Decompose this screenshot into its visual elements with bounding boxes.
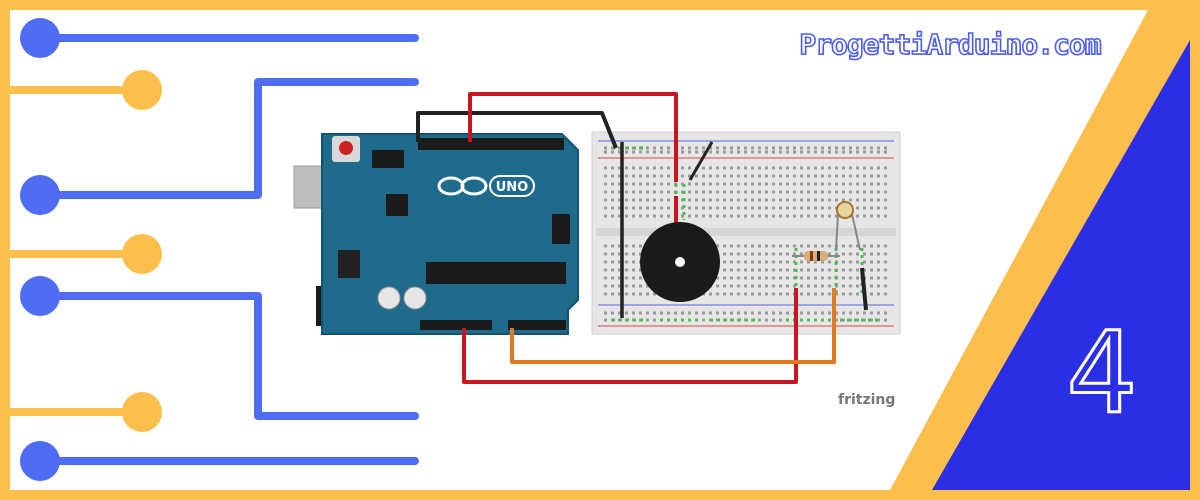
- buzzer-hole: [675, 257, 685, 267]
- board-label: UNO: [496, 180, 529, 195]
- circuit-nodes: [20, 18, 162, 481]
- circuit-traces: [6, 34, 419, 465]
- breadboard: [591, 131, 901, 335]
- brand-watermark: ProgettiArduino.com: [799, 27, 1103, 62]
- analog-header: [508, 320, 566, 330]
- wire-black-ground: [416, 111, 618, 149]
- reset-button: [339, 141, 353, 155]
- wire-orange-analog: [510, 288, 836, 364]
- icsp-header-1: [372, 150, 404, 168]
- wire-black-ldr: [860, 267, 868, 311]
- wire-black-buzzer: [688, 141, 714, 181]
- trace-blue-2: [36, 78, 419, 199]
- capacitor-2: [403, 286, 427, 310]
- icsp-header-2: [552, 214, 570, 244]
- episode-number: 4: [1065, 309, 1139, 439]
- wires: [416, 92, 868, 384]
- fritzing-credit: fritzing: [838, 392, 896, 408]
- node-yellow-3: [122, 392, 162, 432]
- buzzer: [640, 196, 720, 302]
- wire-red-power: [462, 288, 798, 384]
- trace-blue-3: [36, 292, 419, 420]
- microcontroller-chip: [426, 262, 566, 284]
- number-panel: [932, 40, 1190, 490]
- node-blue-3: [20, 276, 60, 316]
- node-yellow-2: [122, 234, 162, 274]
- node-blue-2: [20, 175, 60, 215]
- photoresistor: [835, 201, 861, 251]
- usb-chip: [386, 194, 408, 216]
- power-header: [420, 320, 492, 330]
- resistor: [792, 251, 840, 261]
- digital-header: [418, 138, 564, 150]
- uno-badge: [489, 175, 535, 197]
- node-blue-4: [20, 441, 60, 481]
- node-yellow-1: [122, 70, 162, 110]
- board-pcb: [321, 133, 579, 335]
- node-blue-1: [20, 18, 60, 58]
- arduino-board: UNO: [293, 133, 579, 335]
- wire-red-signal: [468, 92, 678, 182]
- arduino-logo: [437, 176, 488, 196]
- capacitor-1: [377, 286, 401, 310]
- voltage-regulator: [338, 250, 360, 278]
